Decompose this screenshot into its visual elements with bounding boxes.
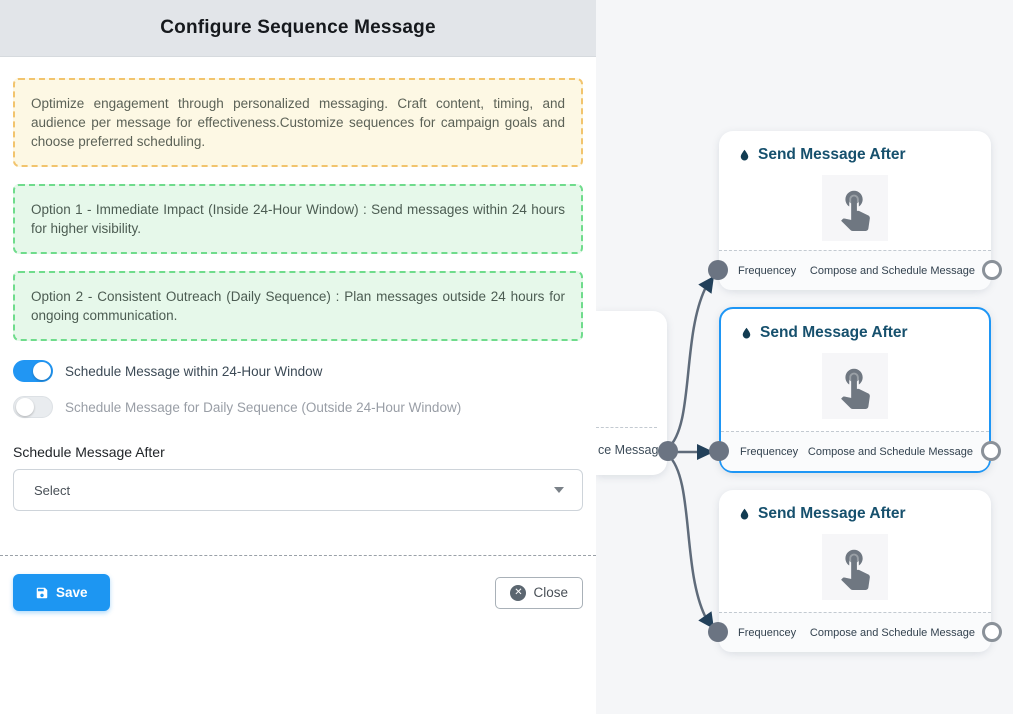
arrowhead-top — [698, 276, 714, 294]
node-title: Send Message After — [758, 146, 906, 163]
panel-header: Configure Sequence Message — [0, 0, 596, 57]
tap-icon-box — [822, 353, 888, 419]
send-message-after-node-2-selected[interactable]: Send Message After Frequencey Compose an… — [709, 307, 1001, 473]
option1-note: Option 1 - Immediate Impact (Inside 24-H… — [13, 184, 583, 254]
option2-note: Option 2 - Consistent Outreach (Daily Se… — [13, 271, 583, 341]
tap-icon-box — [822, 534, 888, 600]
toggle-daily-sequence[interactable] — [13, 396, 53, 418]
edge-to-bottom-node — [667, 454, 707, 617]
tap-hand-icon — [841, 190, 870, 231]
arrowhead-middle — [697, 444, 714, 460]
node-footer: Frequencey Compose and Schedule Message — [719, 250, 991, 290]
send-message-after-node-3[interactable]: Send Message After Frequencey Compose an… — [708, 490, 1002, 652]
configure-sequence-panel: Configure Sequence Message Optimize enga… — [0, 0, 596, 611]
close-button[interactable]: ✕ Close — [495, 576, 583, 609]
schedule-after-select[interactable]: Select — [13, 469, 583, 511]
page-title: Configure Sequence Message — [160, 17, 436, 38]
droplet-icon — [742, 327, 751, 338]
output-port[interactable] — [658, 441, 678, 461]
output-port[interactable] — [981, 441, 1001, 461]
output-port[interactable] — [982, 622, 1002, 642]
partial-sequence-node[interactable]: ce Message — [596, 311, 678, 475]
node-footer: Frequencey Compose and Schedule Message — [719, 612, 991, 652]
compose-schedule-label: Compose and Schedule Message — [809, 626, 975, 639]
save-button-label: Save — [56, 585, 88, 600]
tap-hand-icon — [841, 549, 870, 590]
tap-icon-box — [822, 175, 888, 241]
frequency-label: Frequencey — [738, 626, 797, 639]
output-port[interactable] — [982, 260, 1002, 280]
node-title: Send Message After — [758, 505, 906, 522]
send-message-after-node-1[interactable]: Send Message After Frequencey Compose an… — [708, 131, 1002, 290]
flow-canvas[interactable]: ce Message Send Message After Frequencey… — [596, 0, 1013, 714]
toggle-24hour-label: Schedule Message within 24-Hour Window — [65, 363, 323, 379]
close-button-label: Close — [533, 585, 568, 600]
input-port[interactable] — [709, 441, 729, 461]
toggle-knob — [16, 398, 34, 416]
select-value: Select — [34, 482, 71, 498]
toggle-daily-label: Schedule Message for Daily Sequence (Out… — [65, 399, 462, 415]
schedule-after-label: Schedule Message After — [13, 444, 165, 460]
frequency-label: Frequencey — [738, 264, 797, 277]
input-port[interactable] — [708, 622, 728, 642]
partial-node-footer-label: ce Message — [598, 443, 666, 457]
input-port[interactable] — [708, 260, 728, 280]
save-button[interactable]: Save — [13, 574, 110, 611]
node-footer: Frequencey Compose and Schedule Message — [721, 431, 989, 471]
tap-hand-icon — [841, 368, 870, 409]
info-note: Optimize engagement through personalized… — [13, 78, 583, 167]
toggle-knob — [33, 362, 51, 380]
save-icon — [36, 587, 48, 598]
compose-schedule-label: Compose and Schedule Message — [807, 445, 973, 458]
close-icon: ✕ — [510, 584, 527, 601]
frequency-label: Frequencey — [740, 445, 799, 458]
compose-schedule-label: Compose and Schedule Message — [809, 264, 975, 277]
footer-divider — [0, 555, 596, 556]
node-title: Send Message After — [760, 324, 908, 341]
droplet-icon — [740, 149, 749, 160]
edge-to-top-node — [667, 288, 707, 449]
node-footer-divider — [596, 427, 657, 428]
droplet-icon — [740, 508, 749, 519]
chevron-down-icon — [554, 487, 564, 493]
toggle-24hour-window[interactable] — [13, 360, 53, 382]
